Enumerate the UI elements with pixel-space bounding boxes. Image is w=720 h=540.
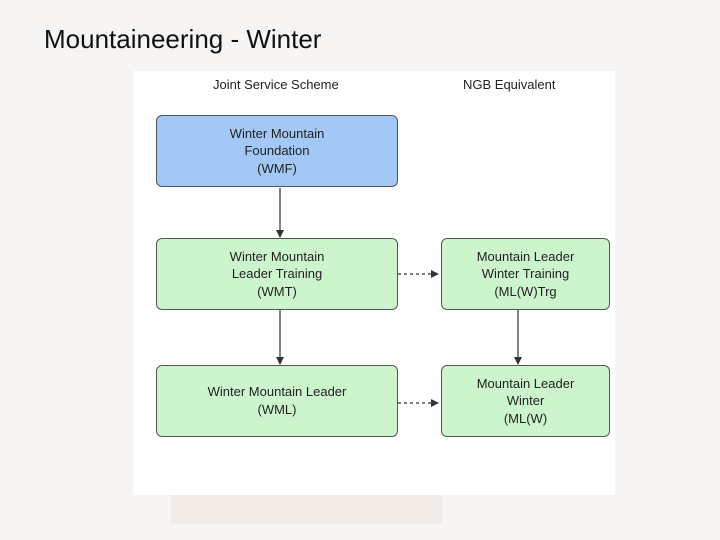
diagram-panel: Joint Service Scheme NGB Equivalent Wint… <box>133 71 615 495</box>
box-ml-w-trg-line-3: (ML(W)Trg <box>494 283 557 299</box>
box-ml-w-line-1: Mountain Leader <box>476 375 575 391</box>
box-ml-w-trg: Mountain Leader Winter Training (ML(W)Tr… <box>441 238 610 310</box>
box-ml-w-trg-line-1: Mountain Leader <box>476 248 575 264</box>
box-wmf-line-1: Winter Mountain <box>229 125 325 141</box>
box-wmf: Winter Mountain Foundation (WMF) <box>156 115 398 187</box>
header-joint-service-scheme: Joint Service Scheme <box>213 77 339 92</box>
header-ngb-equivalent: NGB Equivalent <box>463 77 556 92</box>
slide-title: Mountaineering - Winter <box>44 24 322 54</box>
box-ml-w: Mountain Leader Winter (ML(W) <box>441 365 610 437</box>
box-ml-w-trg-line-2: Winter Training <box>481 266 570 282</box>
box-wmt: Winter Mountain Leader Training (WMT) <box>156 238 398 310</box>
footer-strip <box>171 494 442 524</box>
box-wmt-line-1: Winter Mountain <box>229 248 325 264</box>
box-wmf-line-2: Foundation <box>244 143 310 159</box>
box-wml: Winter Mountain Leader (WML) <box>156 365 398 437</box>
box-ml-w-line-3: (ML(W) <box>503 410 548 426</box>
box-wml-line-1: Winter Mountain Leader <box>207 384 347 400</box>
box-ml-w-line-2: Winter <box>506 393 545 409</box>
box-wmf-line-3: (WMF) <box>257 160 297 176</box>
box-wmt-line-3: (WMT) <box>257 283 297 299</box>
box-wml-line-2: (WML) <box>257 402 297 417</box>
box-wmt-line-2: Leader Training <box>231 266 323 282</box>
